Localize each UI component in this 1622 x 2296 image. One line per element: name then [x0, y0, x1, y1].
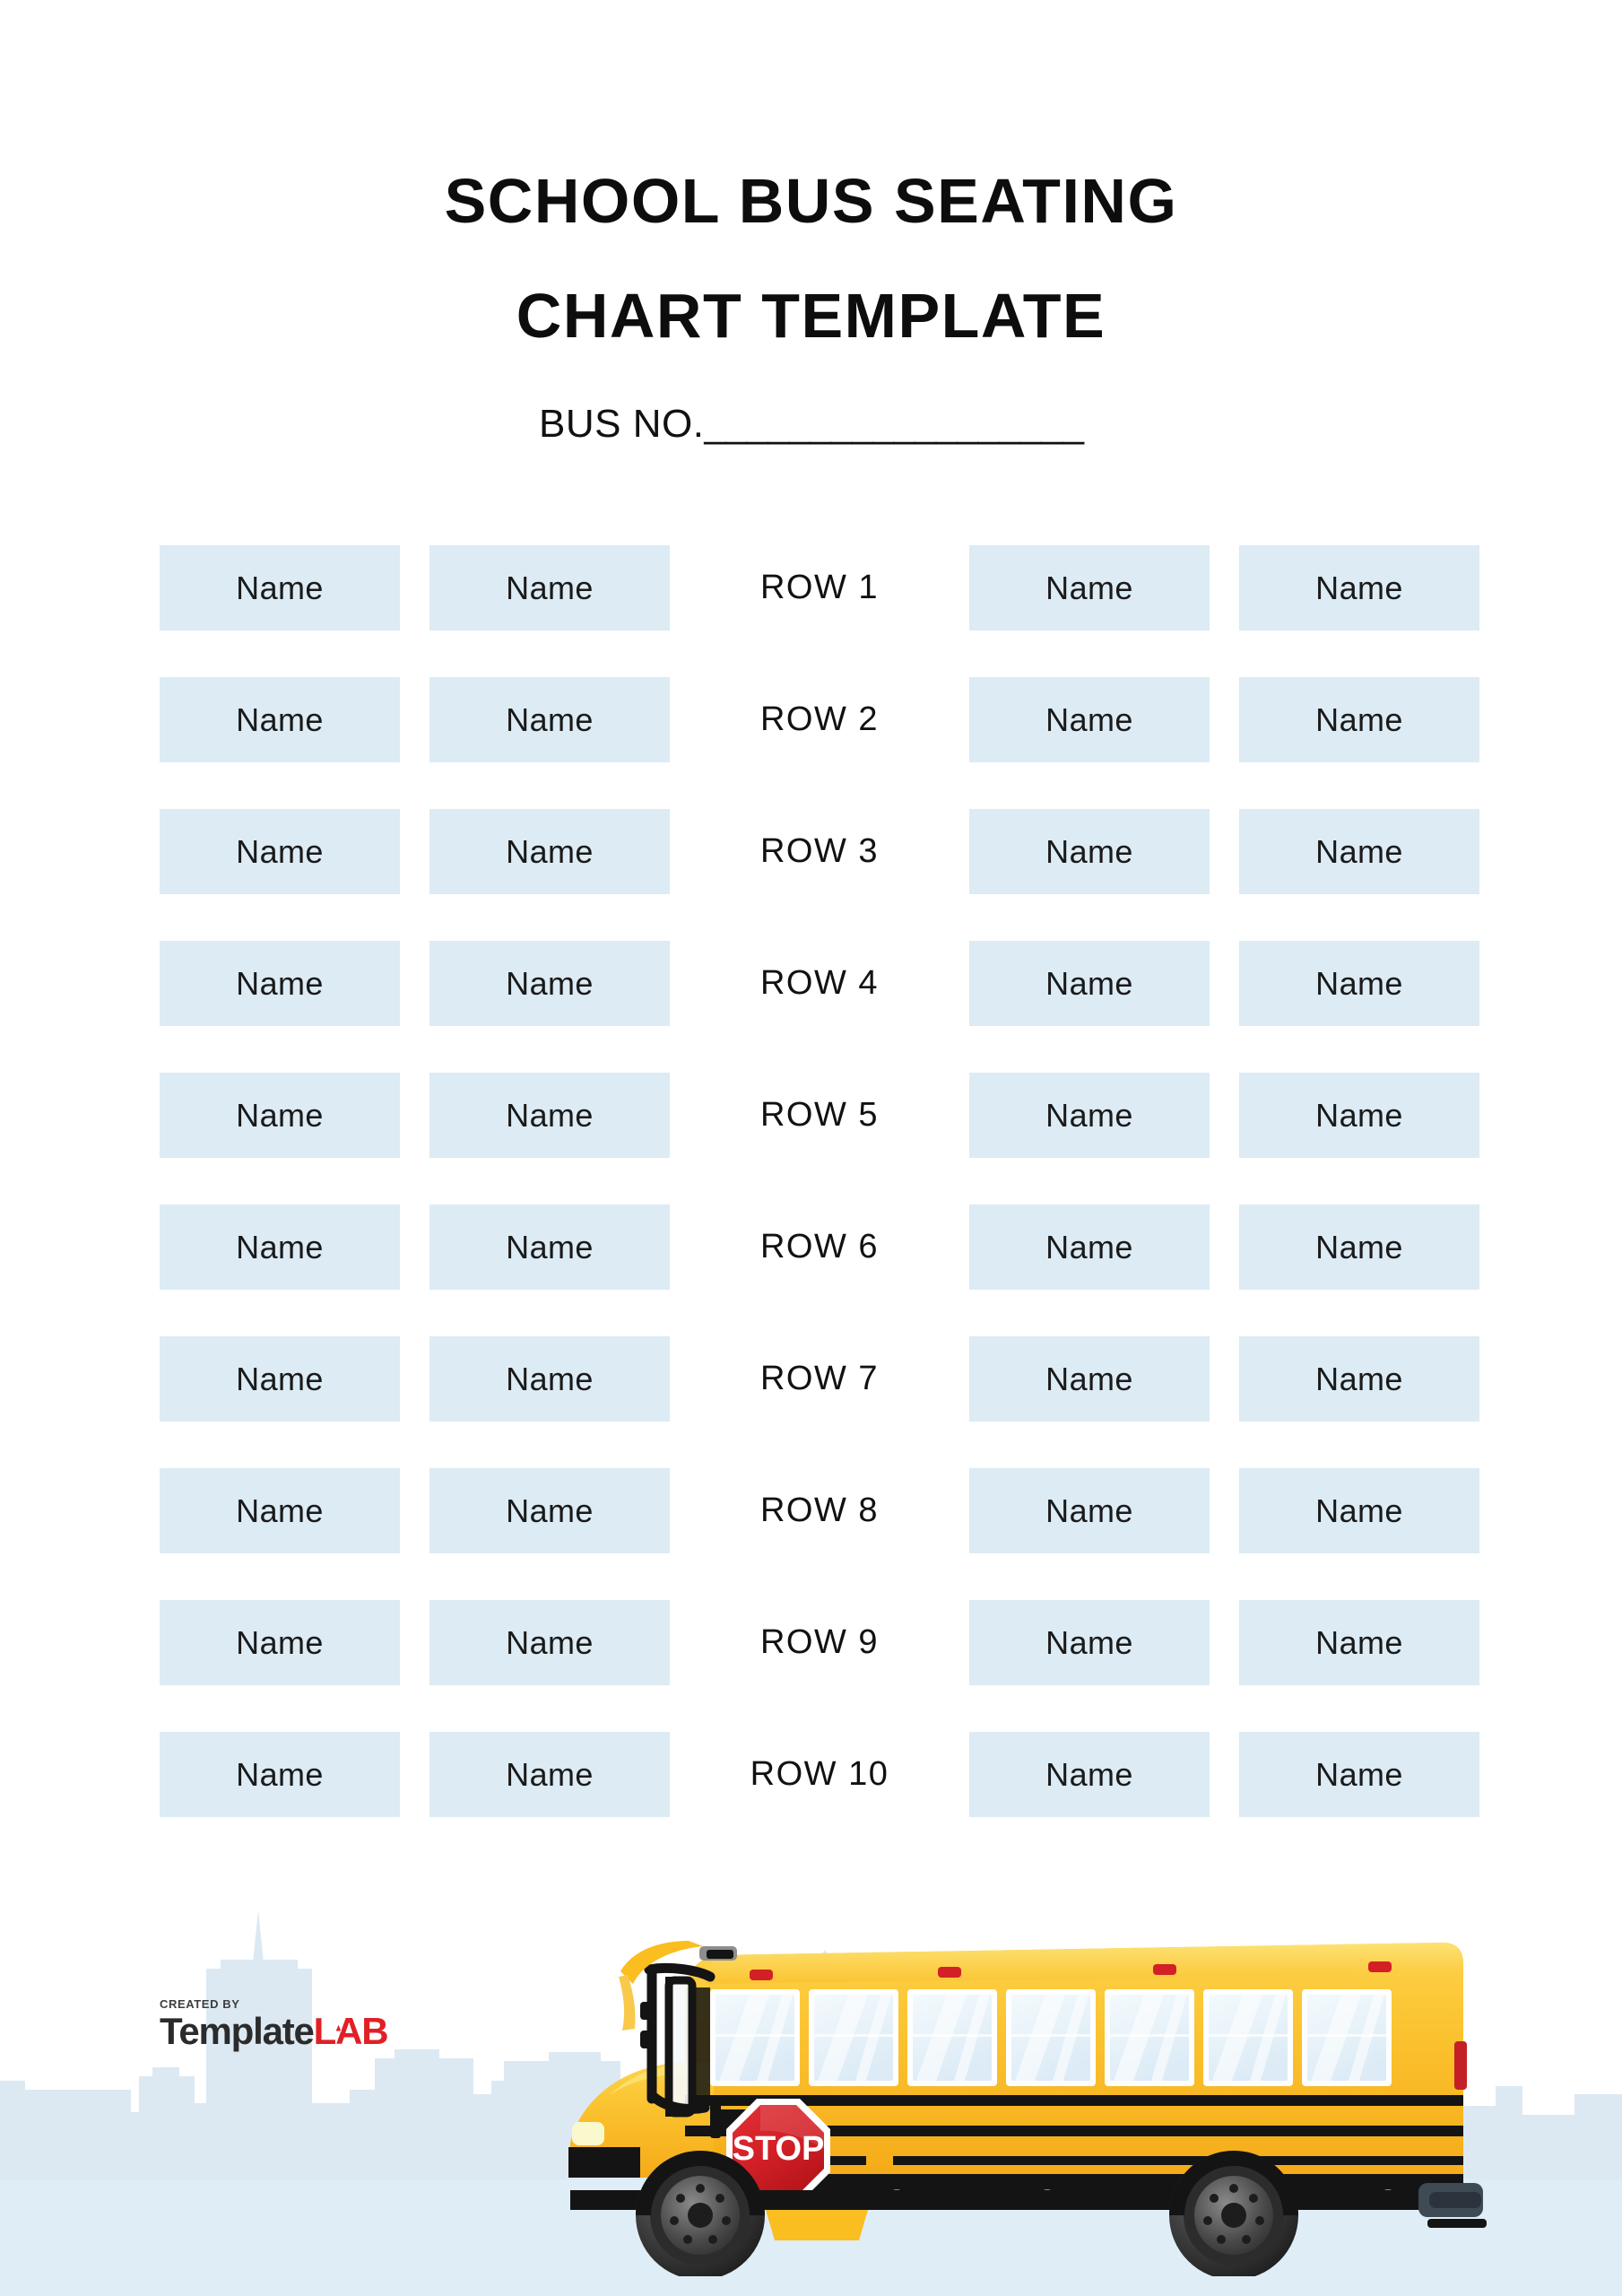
seat-cell-right-2[interactable]: Name [1239, 1336, 1479, 1422]
seat-cell-right-2[interactable]: Name [1239, 1205, 1479, 1290]
logo-template-text: Template [160, 2010, 315, 2052]
seat-row: Name Name ROW 1 Name Name [160, 545, 1479, 631]
seat-cell-right-2[interactable]: Name [1239, 1600, 1479, 1685]
row-label: ROW 9 [759, 1623, 880, 1661]
seat-cell-left-1[interactable]: Name [160, 1468, 400, 1553]
page-title: SCHOOL BUS SEATING CHART TEMPLATE [0, 144, 1622, 373]
rear-bumper [1418, 2183, 1487, 2228]
seat-cell-left-1[interactable]: Name [160, 1732, 400, 1817]
seat-cell-right-2[interactable]: Name [1239, 1468, 1479, 1553]
seat-row: Name Name ROW 8 Name Name [160, 1468, 1479, 1553]
seat-cell-left-2[interactable]: Name [429, 545, 670, 631]
seat-cell-right-1[interactable]: Name [969, 809, 1210, 894]
school-bus-illustration: STOP [534, 1891, 1521, 2276]
seat-cell-left-2[interactable]: Name [429, 1600, 670, 1685]
row-label: ROW 8 [759, 1492, 880, 1529]
seat-cell-right-1[interactable]: Name [969, 1600, 1210, 1685]
stop-sign-text: STOP [733, 2130, 825, 2168]
seat-cell-right-1[interactable]: Name [969, 1732, 1210, 1817]
stop-sign: STOP [710, 2099, 830, 2203]
seat-row: Name Name ROW 2 Name Name [160, 677, 1479, 762]
seat-cell-left-1[interactable]: Name [160, 1073, 400, 1158]
row-label: ROW 1 [759, 569, 880, 606]
seat-row: Name Name ROW 6 Name Name [160, 1205, 1479, 1290]
seat-cell-right-1[interactable]: Name [969, 545, 1210, 631]
row-label: ROW 5 [759, 1096, 880, 1134]
seat-row: Name Name ROW 4 Name Name [160, 941, 1479, 1026]
seat-cell-left-1[interactable]: Name [160, 1600, 400, 1685]
seat-cell-right-2[interactable]: Name [1239, 809, 1479, 894]
seat-cell-left-1[interactable]: Name [160, 1205, 400, 1290]
seat-row: Name Name ROW 7 Name Name [160, 1336, 1479, 1422]
seat-cell-left-2[interactable]: Name [429, 1732, 670, 1817]
seat-cell-left-1[interactable]: Name [160, 1336, 400, 1422]
seat-cell-left-2[interactable]: Name [429, 809, 670, 894]
seat-cell-right-2[interactable]: Name [1239, 1073, 1479, 1158]
seat-cell-right-1[interactable]: Name [969, 1205, 1210, 1290]
seat-cell-right-2[interactable]: Name [1239, 1732, 1479, 1817]
bus-number-field: BUS NO.__________________ [0, 402, 1622, 447]
templatelab-logo[interactable]: CREATED BY TemplateLAB [160, 1997, 420, 2067]
logo-lab-label: LAB [313, 2010, 389, 2052]
seat-row: Name Name ROW 5 Name Name [160, 1073, 1479, 1158]
seat-row: Name Name ROW 9 Name Name [160, 1600, 1479, 1685]
seat-row: Name Name ROW 10 Name Name [160, 1732, 1479, 1817]
logo-created-by-label: CREATED BY [160, 1997, 240, 2011]
seat-cell-left-1[interactable]: Name [160, 677, 400, 762]
seat-cell-right-2[interactable]: Name [1239, 677, 1479, 762]
bus-windows [710, 1989, 1392, 2086]
seat-cell-left-1[interactable]: Name [160, 941, 400, 1026]
rear-wheel [1169, 2151, 1298, 2276]
logo-wordmark: TemplateLAB [160, 2011, 420, 2052]
seat-cell-right-1[interactable]: Name [969, 1073, 1210, 1158]
bus-number-input-blank[interactable]: __________________ [704, 402, 1083, 446]
title-line-1: SCHOOL BUS SEATING [444, 166, 1178, 236]
bus-number-label: BUS NO. [539, 402, 705, 446]
seat-cell-left-2[interactable]: Name [429, 1468, 670, 1553]
seat-cell-right-1[interactable]: Name [969, 1336, 1210, 1422]
title-line-2: CHART TEMPLATE [516, 281, 1106, 351]
seat-cell-left-2[interactable]: Name [429, 941, 670, 1026]
bus-door [664, 1976, 710, 2118]
school-bus-icon: STOP [568, 1941, 1487, 2276]
seat-row: Name Name ROW 3 Name Name [160, 809, 1479, 894]
seat-cell-left-1[interactable]: Name [160, 545, 400, 631]
seat-cell-left-1[interactable]: Name [160, 809, 400, 894]
seat-cell-right-2[interactable]: Name [1239, 941, 1479, 1026]
row-label: ROW 3 [759, 832, 880, 870]
seat-cell-right-1[interactable]: Name [969, 1468, 1210, 1553]
front-wheel [636, 2151, 765, 2276]
seat-cell-right-1[interactable]: Name [969, 677, 1210, 762]
row-label: ROW 4 [759, 964, 880, 1002]
seat-cell-right-2[interactable]: Name [1239, 545, 1479, 631]
row-label: ROW 7 [759, 1360, 880, 1397]
roof-marker-lights [750, 1961, 1392, 1980]
row-label: ROW 2 [759, 700, 880, 738]
seat-cell-left-2[interactable]: Name [429, 1336, 670, 1422]
seat-cell-left-2[interactable]: Name [429, 677, 670, 762]
logo-lab-text: LAB [313, 2010, 389, 2052]
side-mirror [619, 1941, 716, 2114]
seat-cell-left-2[interactable]: Name [429, 1073, 670, 1158]
row-label: ROW 6 [759, 1228, 880, 1265]
row-label: ROW 10 [750, 1755, 889, 1793]
seat-cell-left-2[interactable]: Name [429, 1205, 670, 1290]
seat-cell-right-1[interactable]: Name [969, 941, 1210, 1026]
flask-icon [334, 2021, 342, 2032]
